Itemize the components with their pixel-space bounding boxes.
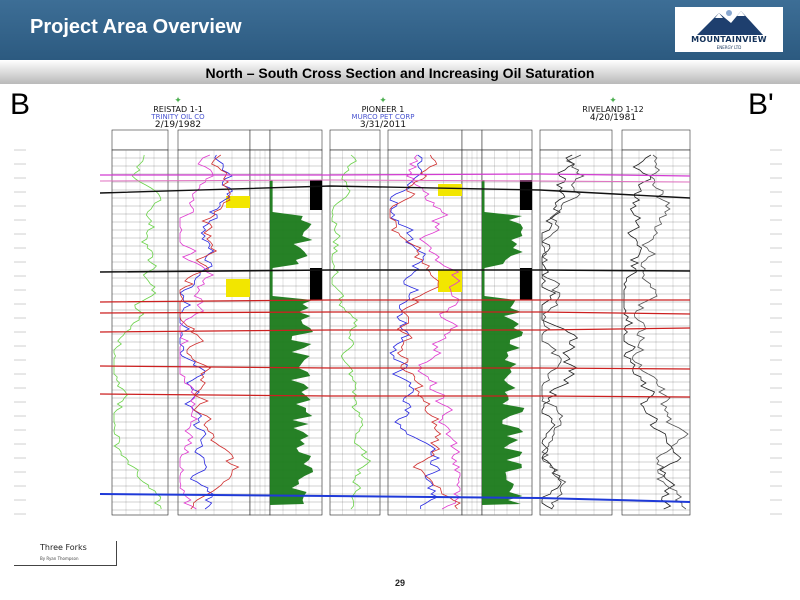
correlation-line bbox=[99, 185, 691, 199]
oil-saturation-fill bbox=[438, 270, 462, 292]
correlation-line bbox=[100, 173, 691, 177]
resistivity-fill bbox=[482, 180, 525, 505]
well-header-2: ✦ PIONEER 1 MURCO PET CORP 3/31/2011 bbox=[333, 97, 433, 130]
oil-saturation-fill bbox=[438, 184, 462, 196]
well-symbol-icon: ✦ bbox=[379, 96, 387, 106]
resistivity-fill bbox=[270, 180, 314, 505]
log-curve bbox=[541, 154, 585, 510]
section-start-label: B bbox=[10, 88, 31, 121]
correlation-line bbox=[99, 493, 691, 503]
oil-saturation-fill bbox=[226, 279, 250, 297]
log-curve bbox=[623, 154, 682, 510]
well-symbol-icon: ✦ bbox=[174, 96, 182, 106]
log-header-box bbox=[387, 129, 463, 151]
legend-title: Three Forks bbox=[40, 543, 87, 552]
mountain-icon bbox=[697, 10, 763, 35]
log-curve bbox=[389, 154, 441, 510]
log-header-box bbox=[481, 129, 533, 151]
log-header-box bbox=[269, 129, 323, 151]
high-resistivity-fill bbox=[310, 268, 322, 300]
company-logo: MOUNTAINVIEW ENERGY LTD bbox=[675, 7, 783, 52]
log-header-box bbox=[111, 129, 169, 151]
well-symbol-icon: ✦ bbox=[609, 96, 617, 106]
well-header-1: ✦ REISTAD 1-1 TRINITY OIL CO 2/19/1982 bbox=[128, 97, 228, 130]
well-name: RIVELAND 1-12 bbox=[582, 105, 644, 114]
well-date: 3/31/2011 bbox=[359, 120, 407, 130]
correlation-line bbox=[99, 365, 691, 370]
correlation-line bbox=[99, 393, 691, 398]
log-curve bbox=[541, 154, 579, 510]
high-resistivity-fill bbox=[520, 268, 532, 300]
header-bar: Project Area Overview MOUNTAINVIEW ENERG… bbox=[0, 0, 800, 60]
high-resistivity-fill bbox=[310, 180, 322, 210]
page-number: 29 bbox=[394, 578, 405, 588]
log-curve bbox=[405, 154, 461, 510]
log-header-box bbox=[329, 129, 381, 151]
well-header-3: ✦ RIVELAND 1-12 4/20/1981 bbox=[563, 97, 663, 123]
section-end-label: B' bbox=[748, 88, 774, 121]
log-curve bbox=[631, 154, 689, 510]
well-name: REISTAD 1-1 bbox=[153, 105, 203, 114]
logo-subtext: ENERGY LTD bbox=[716, 45, 742, 50]
page-title: Project Area Overview bbox=[30, 16, 242, 38]
log-curve bbox=[179, 154, 215, 510]
log-header-box bbox=[461, 129, 483, 151]
well-date: 2/19/1982 bbox=[154, 120, 202, 130]
log-header-box bbox=[621, 129, 691, 151]
legend-author: By Ryan Thompson bbox=[40, 556, 79, 561]
log-curve bbox=[389, 154, 461, 510]
correlation-line bbox=[99, 311, 691, 315]
correlation-line bbox=[99, 327, 691, 333]
correlation-line bbox=[99, 179, 691, 183]
high-resistivity-fill bbox=[520, 180, 532, 210]
well-date: 4/20/1981 bbox=[589, 113, 637, 123]
correlation-line bbox=[99, 299, 690, 303]
log-curve bbox=[179, 154, 240, 510]
section-subtitle: North – South Cross Section and Increasi… bbox=[205, 65, 595, 81]
log-header-box bbox=[177, 129, 251, 151]
log-header-box bbox=[249, 129, 271, 151]
log-curve bbox=[331, 154, 372, 510]
subtitle-bar: North – South Cross Section and Increasi… bbox=[0, 60, 800, 84]
log-header-box bbox=[539, 129, 613, 151]
correlation-line bbox=[99, 269, 691, 273]
legend-box bbox=[14, 541, 117, 566]
well-operator: TRINITY OIL CO bbox=[151, 113, 205, 121]
well-name: PIONEER 1 bbox=[361, 105, 405, 114]
logo-wordmark: MOUNTAINVIEW bbox=[691, 35, 767, 44]
oil-saturation-fill bbox=[226, 196, 250, 208]
well-operator: MURCO PET CORP bbox=[351, 113, 415, 121]
